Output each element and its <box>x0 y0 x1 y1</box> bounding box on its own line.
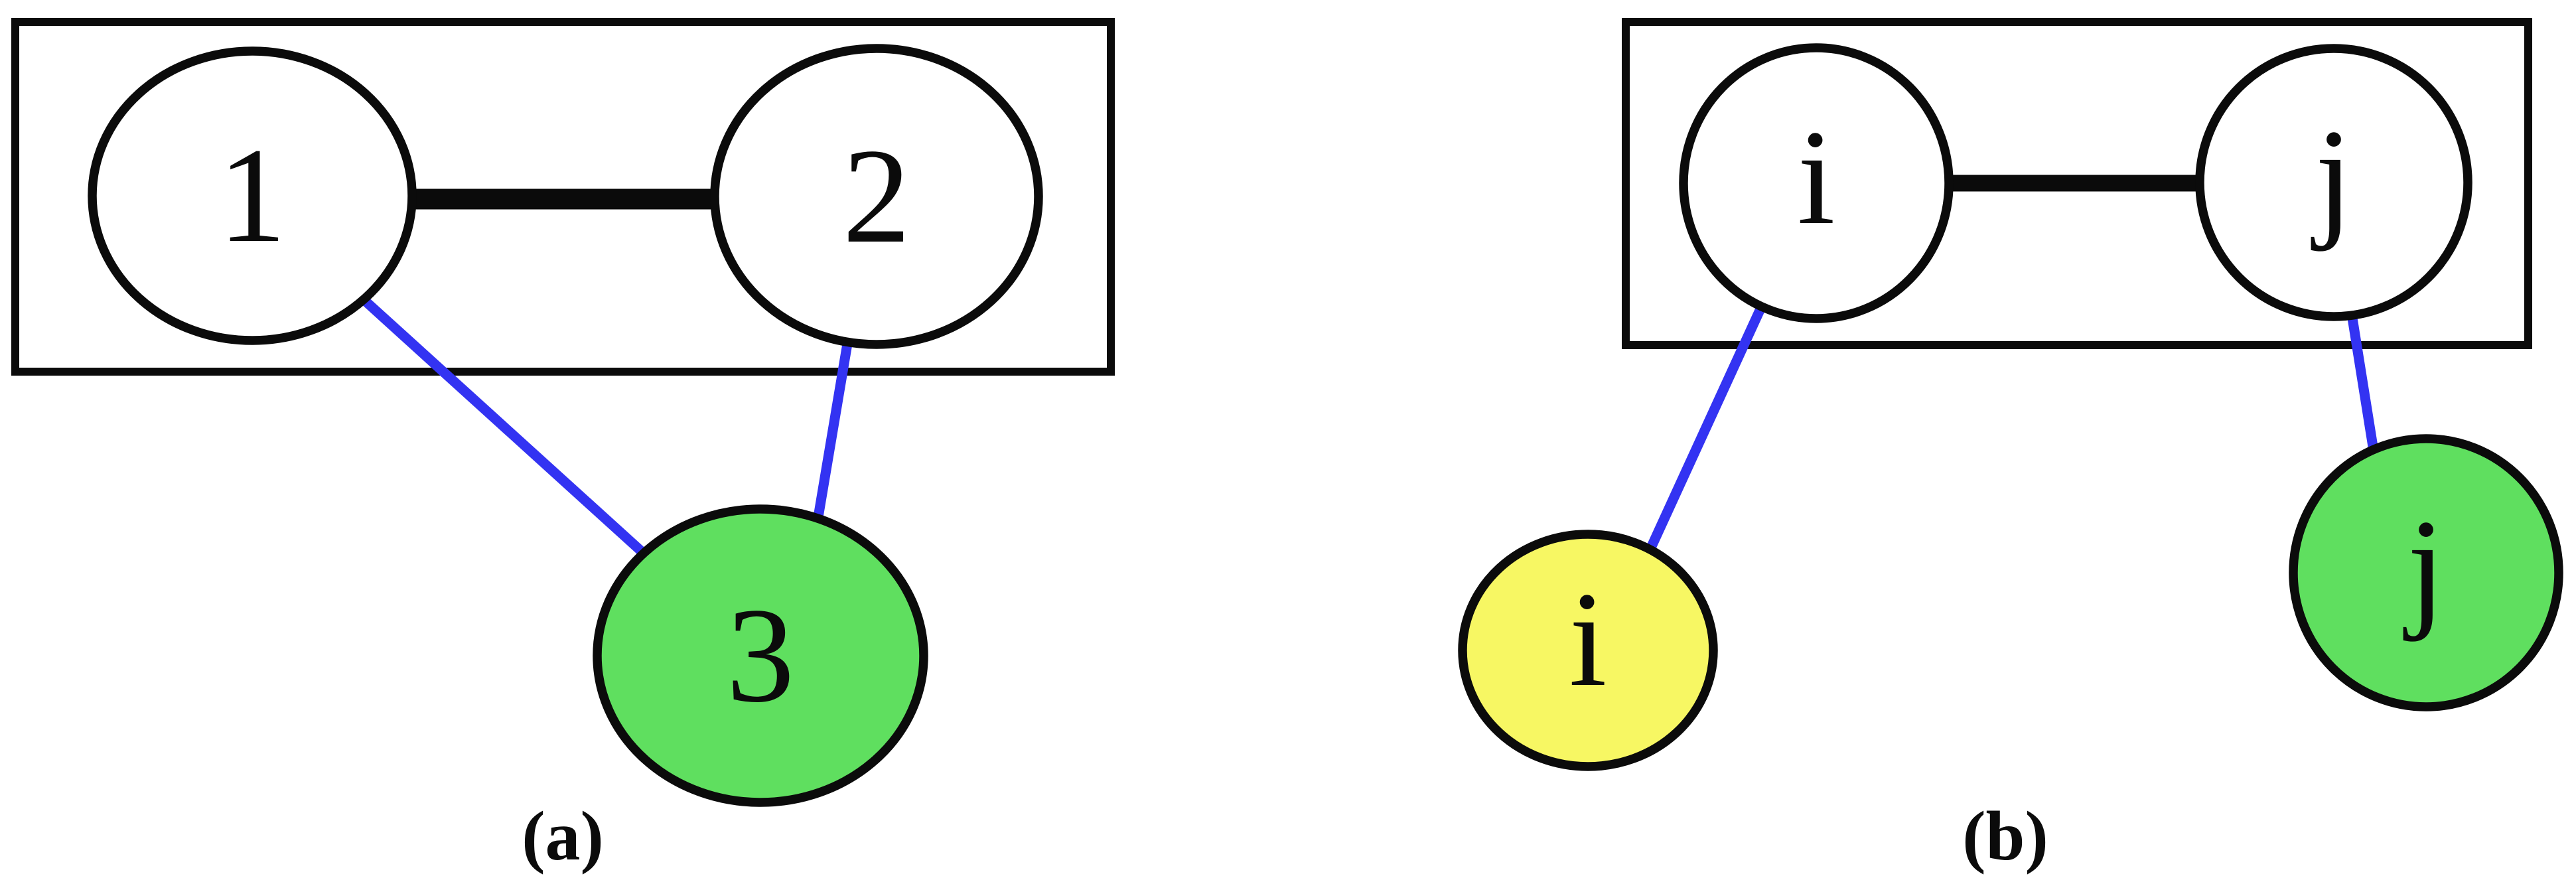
node-j-label: j <box>2311 102 2353 252</box>
caption-b: (b) <box>1962 797 2048 875</box>
node-3-label: 3 <box>727 580 795 731</box>
edge-node2-node3 <box>811 338 853 530</box>
node-j <box>2195 44 2472 321</box>
node-i-label: i <box>1798 102 1835 253</box>
node-1 <box>88 46 417 345</box>
caption-a: (a) <box>522 797 604 875</box>
node-outer-j-label: j <box>2403 492 2445 642</box>
node-i <box>1679 43 1954 323</box>
edge-nodej-outer-j <box>2346 313 2378 448</box>
panel-a: 1 2 3 (a) <box>11 18 1115 875</box>
node-outer-i <box>1458 530 1718 771</box>
node-outer-j <box>2289 434 2563 711</box>
edge-node1-node3 <box>362 298 646 556</box>
node-outer-i-label: i <box>1569 564 1607 715</box>
node-2 <box>710 44 1043 349</box>
edge-nodei-outer-i <box>1644 303 1766 556</box>
node-3 <box>593 504 928 807</box>
panel-b: i j i j (b) <box>1458 18 2563 875</box>
node-2-label: 2 <box>843 121 911 271</box>
node-1-label: 1 <box>218 120 287 271</box>
panel-b-community-box <box>1622 18 2532 349</box>
panel-a-community-box <box>11 18 1115 376</box>
